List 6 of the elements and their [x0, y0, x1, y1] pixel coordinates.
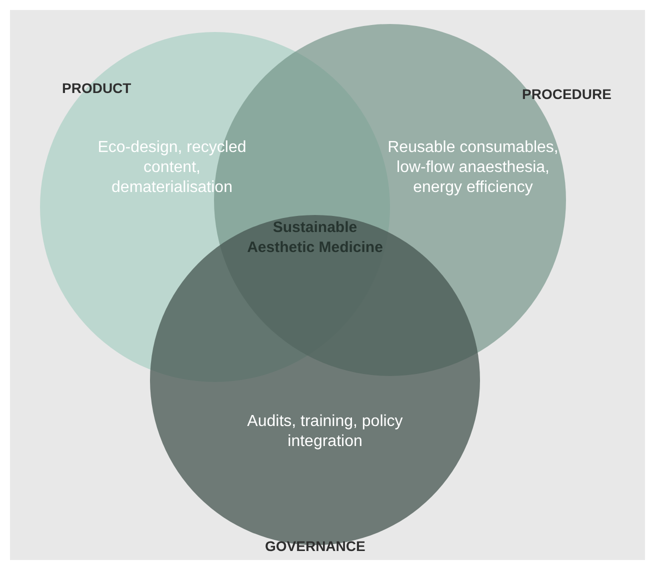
set-heading: GOVERNANCE	[265, 538, 366, 554]
set-description: Reusable consumables, low-flow anaesthesia, energy efficiency	[386, 138, 560, 198]
set-heading: PRODUCT	[62, 80, 132, 96]
set-description: Eco-design, recycled content, dematerialisation	[96, 138, 248, 198]
set-heading: PROCEDURE	[522, 86, 612, 102]
set-description: Audits, training, policy integration	[246, 412, 404, 452]
